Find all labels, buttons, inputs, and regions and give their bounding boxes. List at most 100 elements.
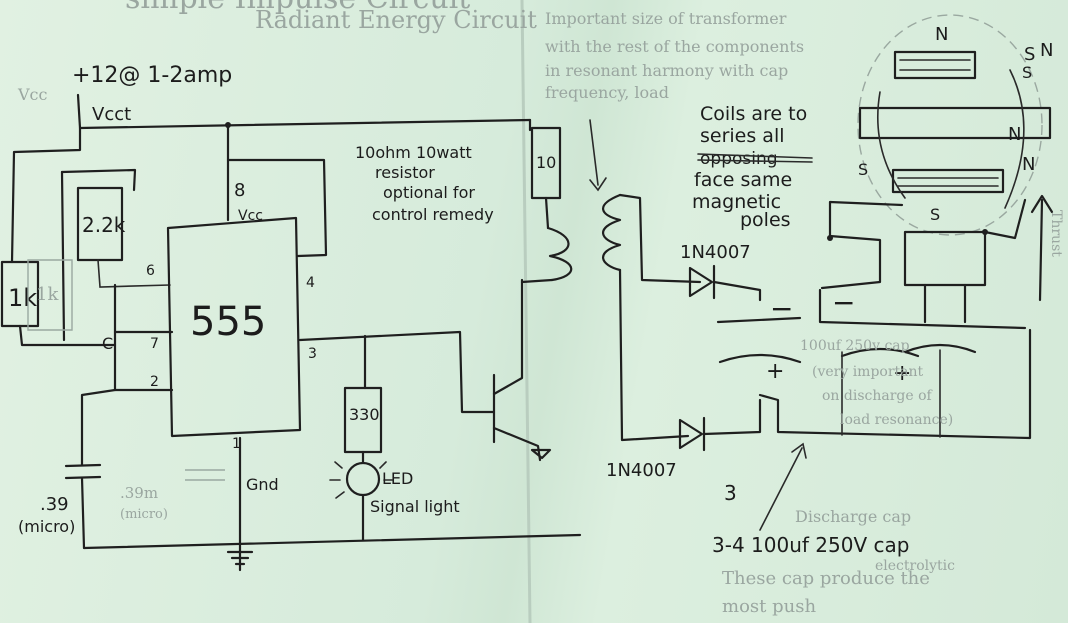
r2k2-left-wire <box>60 170 66 342</box>
cap-39-bottom-plate <box>64 475 102 480</box>
transistor-symbol <box>492 278 552 462</box>
coils-note-struck: opposing <box>700 149 778 169</box>
resistor-note-line2: resistor <box>375 163 435 182</box>
pin-c-label: C <box>102 334 113 353</box>
ground-bus-wire <box>82 533 582 550</box>
coil-pointer-arrow-line <box>589 119 599 186</box>
pin-7-label: 7 <box>150 336 159 352</box>
vcc-rail-label: Vcct <box>92 104 131 125</box>
minus-sign-2: − <box>832 286 855 319</box>
magnet-s-mid: S <box>858 160 868 179</box>
magnet-s-right: S <box>1024 44 1035 65</box>
thrust-arrow-head <box>1030 194 1054 214</box>
led-bulb <box>345 461 381 497</box>
cap-3-arc <box>903 343 977 354</box>
diode-bottom-label: 1N4007 <box>606 460 677 481</box>
led-label: LED <box>382 469 413 488</box>
cap-note-arrow-head <box>791 442 807 459</box>
pin-vcc-label: Vcc <box>238 208 263 224</box>
diode-top-out-wire <box>712 280 762 302</box>
cap-ghost-4: load resonance) <box>840 412 953 428</box>
cap-39-top-plate <box>64 463 102 468</box>
secondary-coil <box>602 193 622 272</box>
cap-note-arrow-line <box>759 447 803 531</box>
diode-top-label: 1N4007 <box>680 242 751 263</box>
ghost-cap-value: .39m <box>120 484 158 502</box>
pin-2-label: 2 <box>150 374 159 390</box>
magnet-s-bottom: S <box>930 205 940 224</box>
diode-bottom-out-wire <box>702 398 762 436</box>
plus-sign-1: + <box>766 359 784 384</box>
magnet-n-mid: N <box>1022 154 1035 175</box>
ghost-note-4: frequency, load <box>545 83 669 102</box>
cap-note-label: 3-4 100uf 250V cap <box>712 533 909 557</box>
ghost-resistor-label: 1k <box>36 284 59 305</box>
cap-ghost-1: 100uf 250v cap <box>800 338 910 354</box>
cap-bank-bottom-rail <box>758 328 1032 440</box>
pin-4-label: 4 <box>306 275 315 291</box>
plus-sign-2: + <box>893 361 911 386</box>
cap-39-to-ground-wire <box>80 476 86 550</box>
thrust-label: Thrust <box>1048 210 1064 257</box>
cap-ghost-3: on discharge of <box>822 388 934 404</box>
r10-to-coil-wire <box>544 196 550 230</box>
cap-1-arc <box>718 353 802 364</box>
thrust-arrow-line <box>1038 198 1044 302</box>
r2k2-to-pin6-wire <box>97 259 171 288</box>
pin8-pin4-wire <box>226 123 328 258</box>
ghost-note-1: Important size of transformer <box>545 9 787 28</box>
r2k2-top-wire <box>60 168 137 192</box>
ghost-note-3: in resonant harmony with cap <box>545 61 788 80</box>
chip-555-body <box>166 216 302 438</box>
resistor-2k2-label: 2.2k <box>82 213 126 237</box>
resistor-330-label: 330 <box>349 405 380 424</box>
ghost-title-text: Radiant Energy Circuit <box>255 6 537 34</box>
cap-39-value-label: .39 <box>40 494 69 515</box>
output-wire <box>298 330 496 414</box>
resistor-10-label: 10 <box>536 153 556 172</box>
pin6-pin2-wire <box>113 283 174 392</box>
led-glow-rays <box>329 461 393 499</box>
resistor-note-line1: 10ohm 10watt <box>355 143 472 162</box>
led-signal-label: Signal light <box>370 497 460 516</box>
ghost-cap-unit: (micro) <box>120 507 168 522</box>
cap-ghost-2: (very important <box>812 364 924 380</box>
diode-bottom-symbol <box>678 416 706 452</box>
pin-6-label: 6 <box>146 263 155 279</box>
magnet-n-right: N <box>1008 124 1021 145</box>
secondary-bottom-wire <box>618 268 690 442</box>
secondary-top-wire <box>618 193 702 284</box>
cap-count-label: 3 <box>724 481 737 505</box>
ghost-note-2: with the rest of the components <box>545 37 804 56</box>
pin-8-label: 8 <box>234 180 245 201</box>
magnet-coil-assembly <box>820 14 1052 324</box>
paper-fold <box>520 0 532 623</box>
coils-note-line5: poles <box>740 209 791 231</box>
magnet-s-right2: S <box>1022 63 1032 82</box>
gnd-label: Gnd <box>246 475 279 494</box>
coil-pointer-arrow-head <box>589 177 607 192</box>
coils-note-strike <box>697 153 813 163</box>
primary-coil <box>546 226 573 282</box>
pin-1-label: 1 <box>232 436 241 452</box>
magnet-n-top: N <box>935 24 948 45</box>
vcc-rail-wire <box>76 93 532 130</box>
coils-note-line3: face same <box>694 169 792 191</box>
bottom-ghost-4: most push <box>722 596 816 617</box>
bottom-ghost-2: electrolytic <box>875 558 955 574</box>
vcc-left-label: Vcc <box>17 85 48 104</box>
minus-sign-1: − <box>770 292 793 325</box>
pin-3-label: 3 <box>308 346 317 362</box>
cap-39-unit-label: (micro) <box>18 517 75 536</box>
coils-note-line2: series all <box>700 125 785 147</box>
magnet-n-far: N <box>1040 40 1053 61</box>
supply-voltage-label: +12@ 1-2amp <box>72 63 232 88</box>
resistor-1k-label: 1k <box>8 284 37 312</box>
bottom-ghost-3: These cap produce the <box>722 568 930 589</box>
coils-note-line1: Coils are to <box>700 103 807 125</box>
coil-to-collector-wire <box>520 278 554 284</box>
resistor-note-line4: control remedy <box>372 205 494 224</box>
title-text: simple Impulse Circuit <box>125 0 470 16</box>
